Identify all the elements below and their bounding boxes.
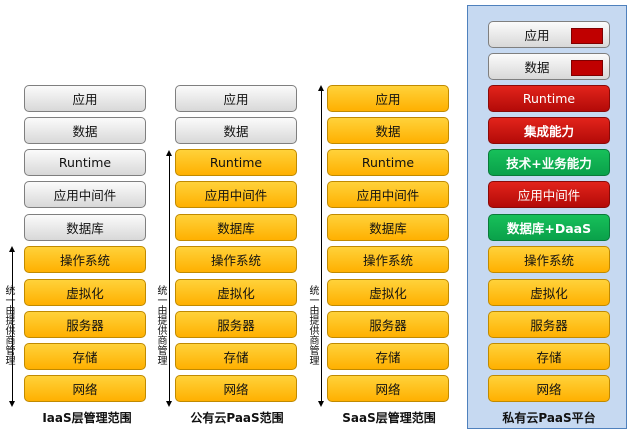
iaas-side-label: 统一由提供商管理 xyxy=(3,285,14,365)
iaas-layer-virtualization: 虚拟化 xyxy=(24,279,146,306)
private-layer-data-label: 数据 xyxy=(524,60,550,75)
private-data-red-swatch xyxy=(571,60,603,76)
private-layer-middleware: 应用中间件 xyxy=(488,181,610,208)
private-app-red-swatch xyxy=(571,28,603,44)
saas-caption: SaaS层管理范围 xyxy=(342,411,436,425)
private-layer-virtualization: 虚拟化 xyxy=(488,279,610,306)
iaas-layer-middleware: 应用中间件 xyxy=(24,181,146,208)
private-layer-os: 操作系统 xyxy=(488,246,610,273)
paas-arrow-head-up xyxy=(166,150,172,156)
private-layer-server: 服务器 xyxy=(488,311,610,338)
iaas-layer-data: 数据 xyxy=(24,117,146,144)
paas-layer-network: 网络 xyxy=(175,375,297,402)
paas-caption: 公有云PaaS范围 xyxy=(190,411,284,425)
saas-layer-storage: 存储 xyxy=(327,343,449,370)
paas-layer-middleware: 应用中间件 xyxy=(175,181,297,208)
saas-layer-server: 服务器 xyxy=(327,311,449,338)
private-layer-tech-business: 技术+业务能力 xyxy=(488,149,610,176)
paas-layer-app: 应用 xyxy=(175,85,297,112)
saas-arrow-head-up xyxy=(318,85,324,91)
saas-layer-database: 数据库 xyxy=(327,214,449,241)
saas-arrow-head-down xyxy=(318,401,324,407)
paas-arrow-head-down xyxy=(166,401,172,407)
private-layer-database-daas: 数据库+DaaS xyxy=(488,214,610,241)
private-paas-caption: 私有云PaaS平台 xyxy=(502,411,596,425)
paas-layer-database: 数据库 xyxy=(175,214,297,241)
paas-layer-virtualization: 虚拟化 xyxy=(175,279,297,306)
private-layer-storage: 存储 xyxy=(488,343,610,370)
saas-scope-arrow xyxy=(321,89,322,402)
paas-scope-arrow xyxy=(169,154,170,402)
private-layer-runtime: Runtime xyxy=(488,85,610,112)
iaas-caption: IaaS层管理范围 xyxy=(42,411,132,425)
iaas-layer-server: 服务器 xyxy=(24,311,146,338)
saas-layer-app: 应用 xyxy=(327,85,449,112)
saas-layer-runtime: Runtime xyxy=(327,149,449,176)
saas-layer-middleware: 应用中间件 xyxy=(327,181,449,208)
iaas-arrow-head-down xyxy=(9,401,15,407)
saas-layer-network: 网络 xyxy=(327,375,449,402)
saas-side-label: 统一由提供商管理 xyxy=(307,285,318,365)
iaas-layer-network: 网络 xyxy=(24,375,146,402)
private-layer-data: 数据 xyxy=(488,53,610,80)
private-layer-app: 应用 xyxy=(488,21,610,48)
iaas-scope-arrow xyxy=(12,250,13,402)
paas-layer-os: 操作系统 xyxy=(175,246,297,273)
saas-layer-virtualization: 虚拟化 xyxy=(327,279,449,306)
iaas-layer-app: 应用 xyxy=(24,85,146,112)
iaas-layer-os: 操作系统 xyxy=(24,246,146,273)
paas-layer-data: 数据 xyxy=(175,117,297,144)
iaas-layer-runtime: Runtime xyxy=(24,149,146,176)
paas-layer-runtime: Runtime xyxy=(175,149,297,176)
saas-layer-data: 数据 xyxy=(327,117,449,144)
iaas-arrow-head-up xyxy=(9,246,15,252)
iaas-layer-storage: 存储 xyxy=(24,343,146,370)
private-layer-network: 网络 xyxy=(488,375,610,402)
saas-layer-os: 操作系统 xyxy=(327,246,449,273)
paas-layer-storage: 存储 xyxy=(175,343,297,370)
private-layer-app-label: 应用 xyxy=(524,28,550,43)
paas-side-label: 统一由提供商管理 xyxy=(155,285,166,365)
paas-layer-server: 服务器 xyxy=(175,311,297,338)
private-layer-integration: 集成能力 xyxy=(488,117,610,144)
iaas-layer-database: 数据库 xyxy=(24,214,146,241)
